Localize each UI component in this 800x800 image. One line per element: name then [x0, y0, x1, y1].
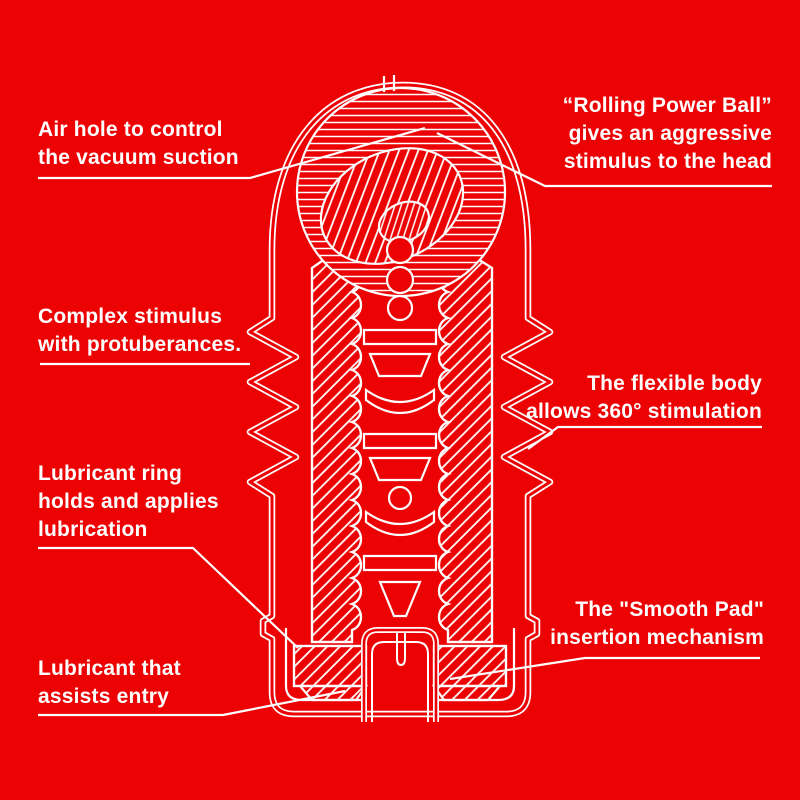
label-line: lubrication: [38, 518, 148, 541]
label-line: allows 360° stimulation: [526, 400, 762, 423]
leader-lubricant-ring: [38, 546, 299, 649]
leader-smooth-pad: [449, 656, 760, 681]
stimulus-stack: [362, 235, 438, 618]
label-line: insertion mechanism: [550, 626, 764, 649]
leader-lines: [38, 126, 772, 717]
air-hole-notch: [382, 75, 396, 92]
leader-lubricant-entry: [38, 689, 346, 717]
leader-flexible-body: [527, 425, 762, 450]
inner-sleeve: [310, 238, 494, 644]
label-complex-stimulus: Complex stimulus with protuberances.: [38, 303, 241, 359]
label-flexible-body: The flexible body allows 360° stimulatio…: [526, 370, 762, 426]
label-line: Complex stimulus: [38, 305, 223, 328]
rolling-power-ball: [295, 86, 507, 298]
label-air-hole: Air hole to control the vacuum suction: [38, 116, 239, 172]
leader-air-hole: [38, 126, 426, 180]
label-line: assists entry: [38, 685, 170, 708]
label-smooth-pad: The "Smooth Pad" insertion mechanism: [550, 596, 764, 652]
label-line: the vacuum suction: [38, 146, 239, 169]
label-line: The "Smooth Pad": [575, 598, 764, 621]
label-lubricant-ring: Lubricant ring holds and applies lubrica…: [38, 460, 219, 544]
label-line: stimulus to the head: [563, 150, 772, 173]
label-line: Lubricant that: [38, 657, 181, 680]
label-lubricant-entry: Lubricant that assists entry: [38, 655, 181, 711]
label-line: holds and applies: [38, 490, 219, 513]
smooth-pad-channel: [361, 627, 439, 722]
label-line: “Rolling Power Ball”: [562, 94, 772, 117]
label-line: gives an aggressive: [568, 122, 772, 145]
label-line: with protuberances.: [38, 333, 242, 356]
outer-casing: [246, 81, 554, 718]
leader-rolling-power-ball: [436, 132, 772, 188]
label-line: The flexible body: [587, 372, 762, 395]
lubricant-ring-blocks: [292, 644, 508, 702]
label-line: Lubricant ring: [38, 462, 182, 485]
label-rolling-power-ball: “Rolling Power Ball” gives an aggressive…: [563, 92, 772, 176]
label-line: Air hole to control: [38, 118, 223, 141]
